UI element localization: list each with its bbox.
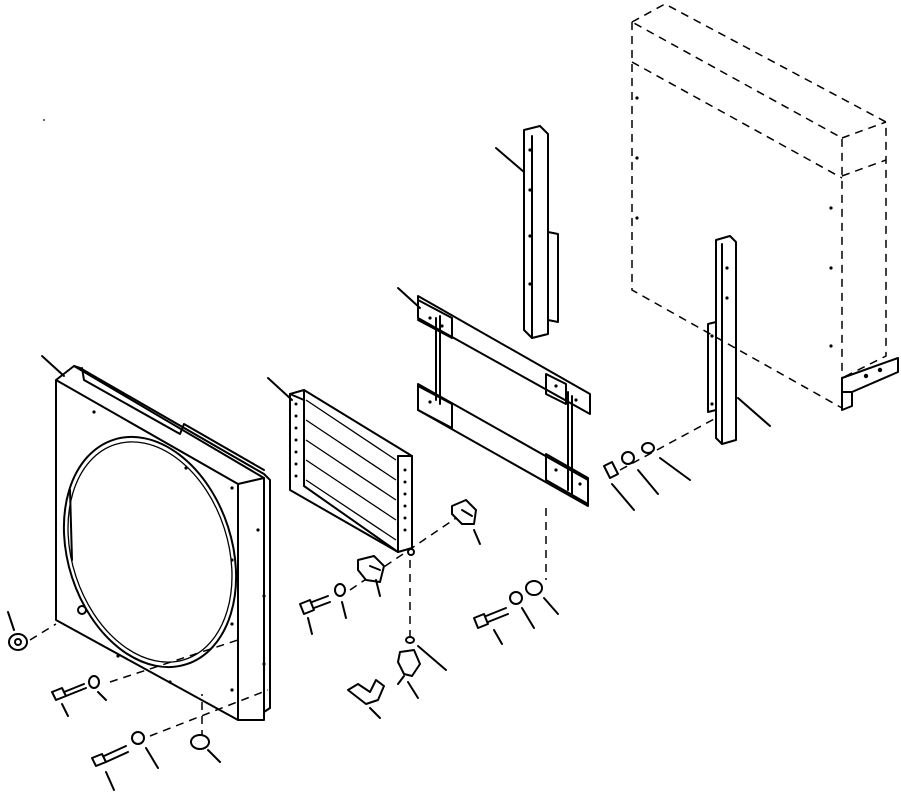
washer-icon (641, 442, 691, 481)
spacer-icon (603, 461, 635, 511)
bolt-icon (91, 745, 129, 791)
washer-icon (509, 591, 535, 629)
nut-icon (190, 734, 221, 763)
washer-icon (88, 675, 107, 701)
oil-cooler-core (267, 377, 415, 556)
bolt-icon (473, 607, 509, 645)
elbow-fitting-icon (397, 649, 421, 699)
bolt-icon (51, 683, 87, 717)
nut-icon (525, 580, 559, 615)
radiator-housing (631, 3, 899, 411)
clamp-icon (451, 499, 481, 545)
bracket-left (495, 125, 559, 339)
washer-icon (131, 731, 159, 769)
washer-icon (334, 583, 347, 619)
elbow-fitting-icon (347, 679, 385, 719)
assembly-lines (29, 417, 717, 738)
o-ring-icon (405, 636, 447, 671)
fan-shroud (41, 355, 271, 721)
washer-icon (621, 451, 659, 495)
cooler-tank-holes (294, 402, 407, 532)
hose-fittings (347, 636, 447, 719)
clamp-icon (357, 555, 385, 597)
hardware-set (7, 442, 691, 791)
mounting-frame (397, 287, 591, 507)
bolt-icon (299, 595, 331, 635)
bracket-right (707, 235, 771, 445)
nut-icon (7, 611, 28, 651)
